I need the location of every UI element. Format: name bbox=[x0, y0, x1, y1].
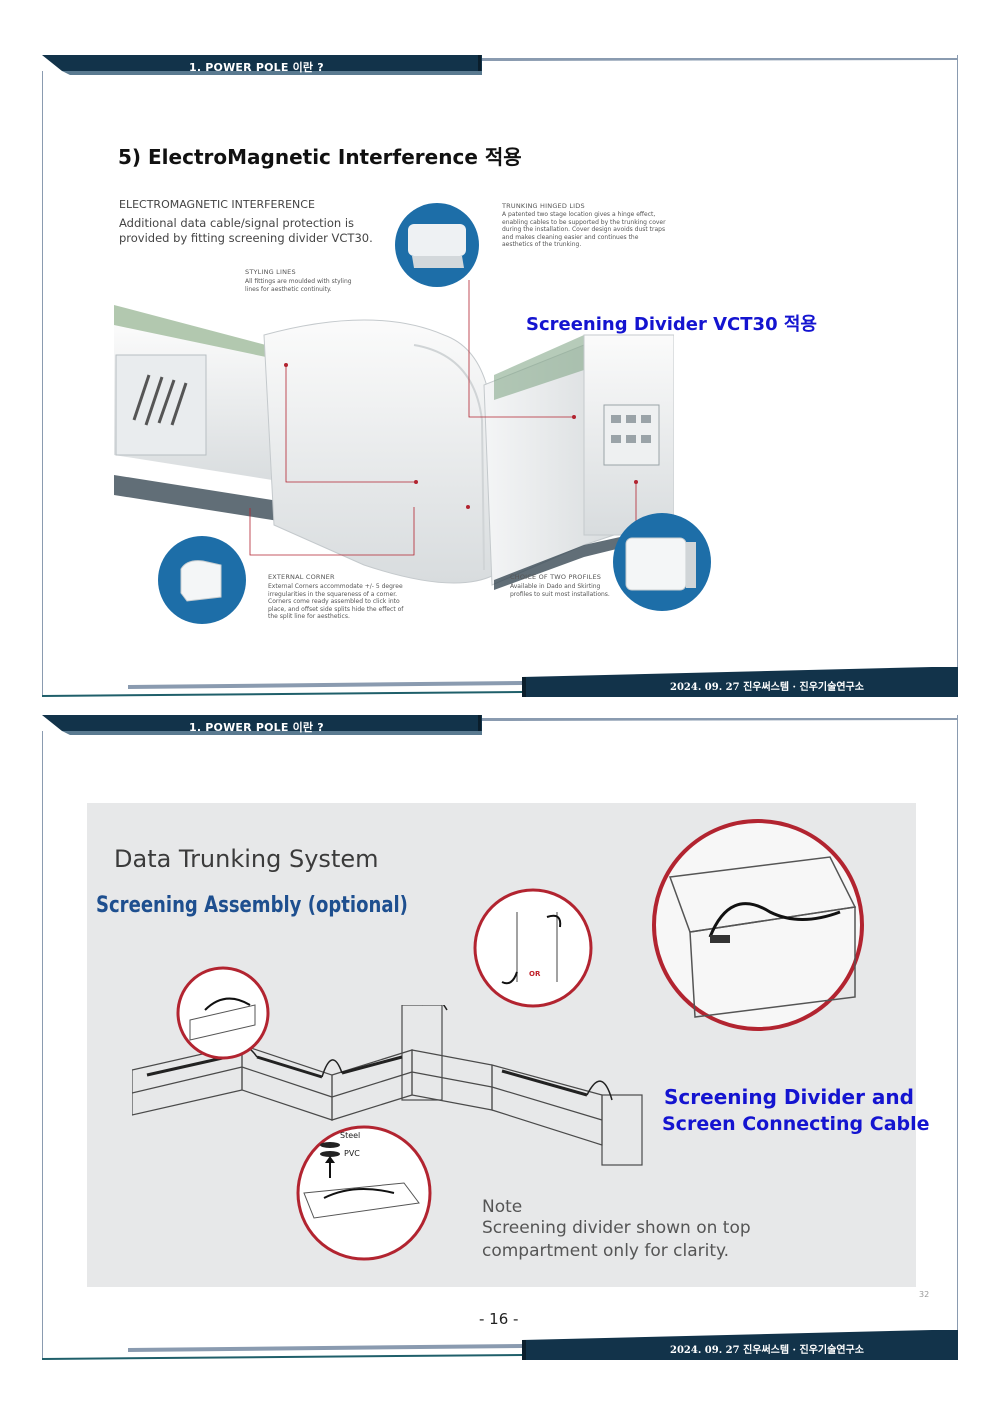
assembly-title: Screening Assembly (optional) bbox=[96, 893, 408, 918]
emi-heading: ELECTROMAGNETIC INTERFERENCE bbox=[119, 198, 315, 211]
slide-border-left bbox=[42, 731, 43, 1360]
footer-banner bbox=[42, 667, 958, 697]
system-title: Data Trunking System bbox=[114, 845, 379, 873]
hinged-lids-title: TRUNKING HINGED LIDS bbox=[502, 202, 585, 210]
corner-detail-lens bbox=[158, 536, 246, 624]
page-number: - 16 - bbox=[479, 1310, 519, 1328]
header-banner bbox=[42, 715, 958, 735]
steel-label: Steel bbox=[340, 1131, 361, 1140]
slide-2: 1. POWER POLE 이란 ? Data Trunking System … bbox=[42, 715, 958, 1360]
external-corner-body: External Corners accommodate +/- 5 degre… bbox=[268, 583, 404, 621]
lid-detail-lens bbox=[395, 203, 479, 287]
header-title: 1. POWER POLE 이란 ? bbox=[189, 61, 324, 74]
footer-text: 2024. 09. 27 진우써스템 · 진우기술연구소 bbox=[670, 682, 864, 693]
steel-pvc-detail-lens bbox=[296, 1125, 432, 1261]
external-corner-title: EXTERNAL CORNER bbox=[268, 573, 335, 581]
header-title: 1. POWER POLE 이란 ? bbox=[189, 721, 324, 734]
header-banner bbox=[42, 55, 958, 75]
emi-body: Additional data cable/signal protection … bbox=[119, 216, 373, 245]
hinged-lids-body: A patented two stage location gives a hi… bbox=[502, 211, 666, 249]
callout-line-1: Screening Divider and bbox=[664, 1085, 914, 1109]
section-title: 5) ElectroMagnetic Interference 적용 bbox=[118, 145, 522, 169]
slide-border-left bbox=[42, 71, 43, 697]
note-body-line-1: Screening divider shown on top bbox=[482, 1218, 751, 1238]
styling-lines-title: STYLING LINES bbox=[245, 268, 296, 276]
profiles-title: CHOICE OF TWO PROFILES bbox=[510, 573, 602, 581]
divider-cable-detail-lens bbox=[652, 819, 864, 1031]
trunking-illustration bbox=[114, 280, 674, 591]
note-title: Note bbox=[482, 1197, 523, 1217]
slide-1: 1. POWER POLE 이란 ? 5) ElectroMagnetic In… bbox=[42, 55, 958, 697]
slide-number: 32 bbox=[919, 1290, 930, 1299]
note-body-line-2: compartment only for clarity. bbox=[482, 1241, 730, 1261]
profile-option-lens bbox=[473, 888, 593, 1008]
footer-banner bbox=[42, 1330, 958, 1360]
footer-text: 2024. 09. 27 진우써스템 · 진우기술연구소 bbox=[670, 1345, 864, 1356]
screening-divider-callout: Screening Divider VCT30 적용 bbox=[526, 314, 817, 335]
profiles-body: Available in Dado and Skirting profiles … bbox=[510, 583, 610, 598]
cable-detail-lens bbox=[176, 966, 270, 1060]
pvc-label: PVC bbox=[344, 1149, 360, 1158]
or-label: OR bbox=[529, 970, 541, 978]
callout-line-2: Screen Connecting Cable bbox=[662, 1113, 930, 1135]
profile-detail-lens bbox=[613, 513, 711, 611]
styling-lines-body: All fittings are moulded with styling li… bbox=[245, 278, 352, 293]
slide-border-right bbox=[957, 715, 958, 1330]
slide-border-right bbox=[957, 55, 958, 667]
